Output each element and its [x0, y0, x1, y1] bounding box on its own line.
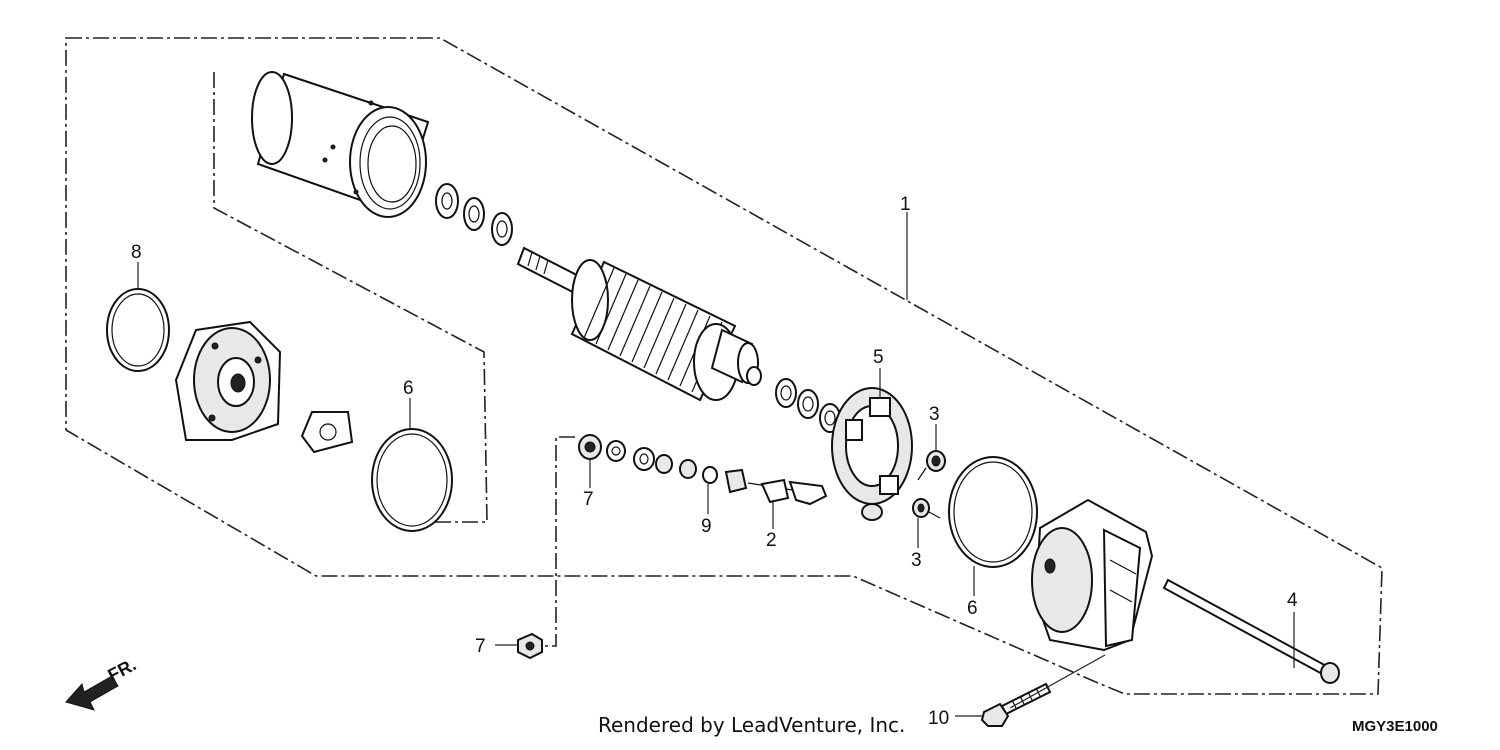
- brush-spring-3-lower: [912, 498, 941, 519]
- front-bracket: [174, 320, 282, 441]
- armature: [516, 246, 762, 402]
- callout-4: 4: [1287, 590, 1298, 611]
- callouts: 1 2 3 3 4 5 6 6 7 7 8 9 10: [131, 194, 1298, 729]
- callout-6-left: 6: [403, 378, 414, 399]
- seal-plate: [300, 411, 354, 454]
- callout-10: 10: [928, 708, 949, 729]
- nut-7-lower: [517, 632, 543, 660]
- rear-cover: [1031, 498, 1154, 652]
- leader-lines: [137, 212, 1295, 717]
- callout-5: 5: [873, 347, 884, 368]
- callout-3-upper: 3: [929, 404, 940, 425]
- outer-assembly-frame: [65, 37, 1383, 695]
- nut-bracket-line: [545, 436, 575, 647]
- assembly-frames: [65, 37, 1383, 695]
- washer-set-upper: [435, 183, 513, 246]
- front-direction-arrow: FR.: [65, 654, 139, 711]
- callout-3-lower: 3: [911, 550, 922, 571]
- o-ring-8: [106, 288, 170, 372]
- terminal-bolt-2: [747, 478, 828, 506]
- o-ring-6-right: [948, 456, 1038, 568]
- inner-assembly-frame: [213, 72, 488, 523]
- footer-credit: Rendered by LeadVenture, Inc.: [598, 713, 905, 737]
- brush-spring-3-upper: [917, 450, 946, 481]
- yoke: [251, 71, 430, 218]
- callout-9: 9: [701, 516, 712, 537]
- callout-7-upper: 7: [583, 489, 594, 510]
- callout-2: 2: [766, 530, 777, 551]
- brush-holder: [831, 387, 913, 521]
- arrow-icon: [65, 675, 119, 711]
- callout-8: 8: [131, 242, 142, 263]
- terminal-hardware: [578, 434, 748, 494]
- washer-set-lower: [775, 378, 841, 433]
- through-bolt-4: [1162, 578, 1340, 684]
- diagram-code: MGY3E1000: [1352, 718, 1438, 735]
- callout-1: 1: [900, 194, 911, 215]
- callout-7-lower: 7: [475, 636, 486, 657]
- callout-6-right: 6: [967, 598, 978, 619]
- o-ring-6-left: [371, 428, 453, 532]
